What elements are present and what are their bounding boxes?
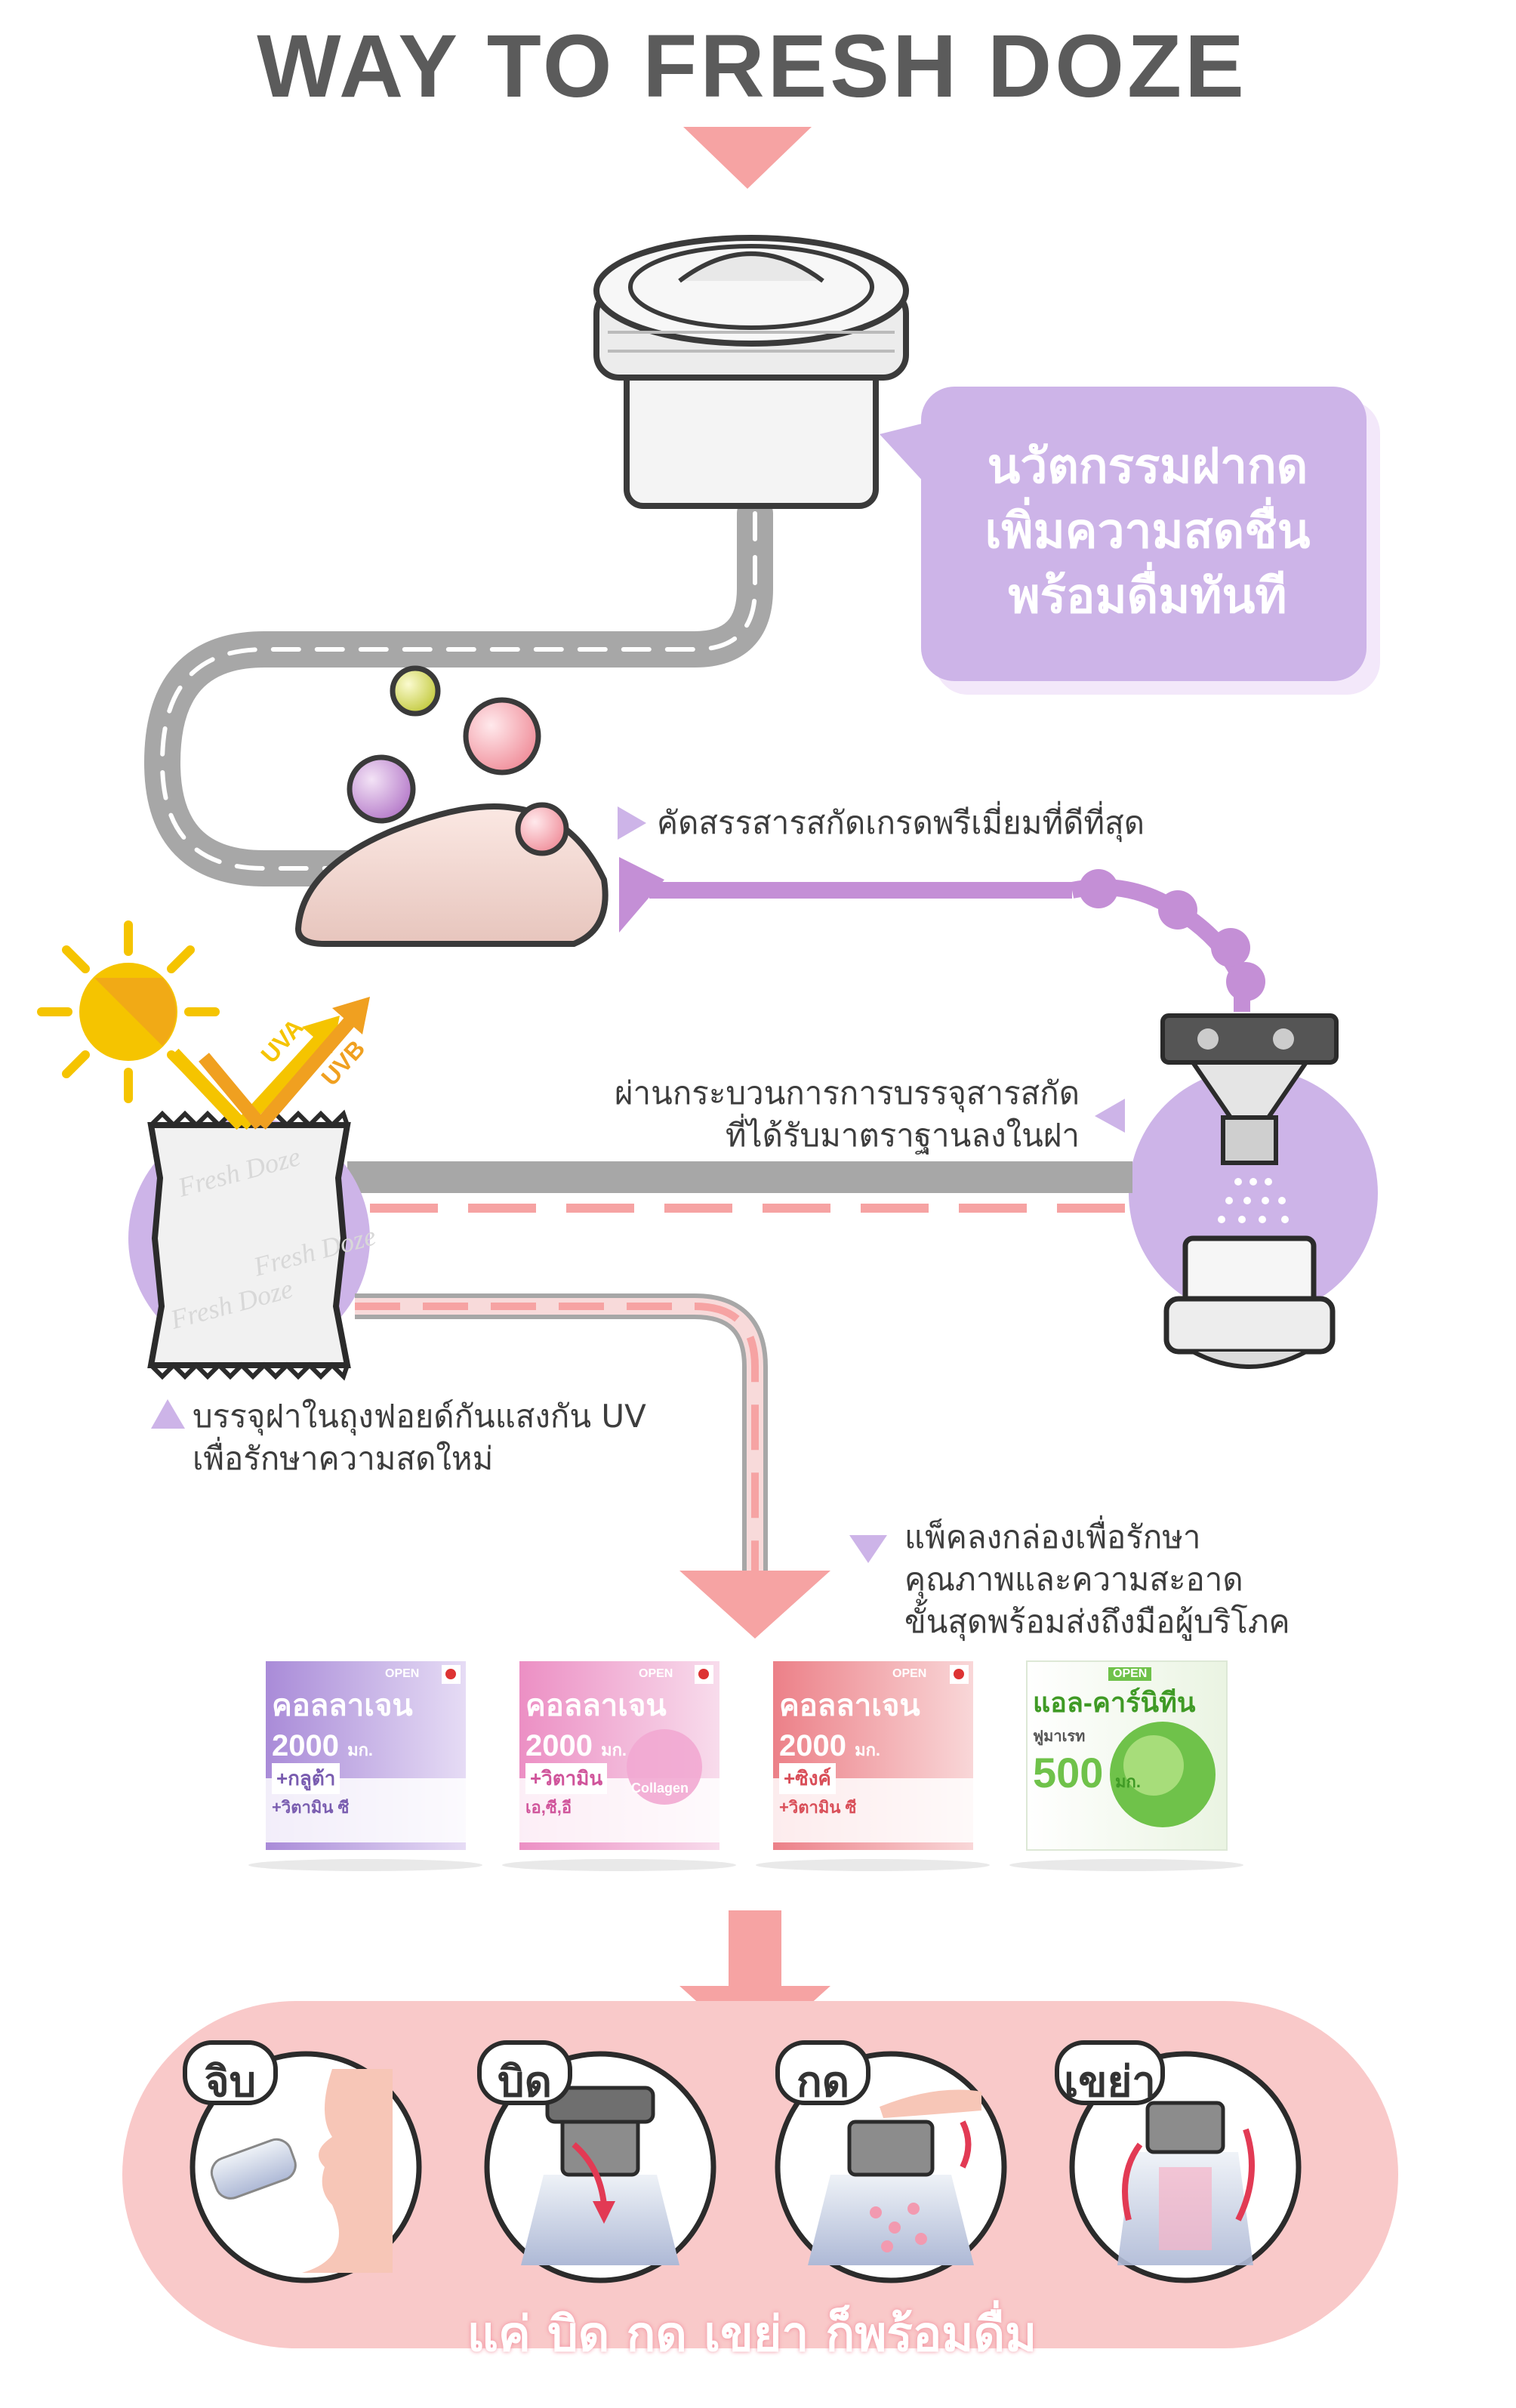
open-label: OPEN — [892, 1667, 927, 1680]
road-path — [143, 495, 773, 886]
caption-line: เพื่อรักษาความสดใหม่ — [193, 1440, 494, 1477]
product-unit: มก. — [855, 1740, 881, 1759]
page-title: WAY TO FRESH DOZE — [257, 17, 1247, 116]
product-unit: มก. — [347, 1740, 374, 1759]
step-label-bg — [183, 2040, 278, 2105]
sun-icon — [37, 920, 220, 1103]
product-plus: +วิตามิน — [525, 1763, 608, 1794]
product-plus: +วิตามิน ซี — [779, 1798, 857, 1817]
product-plus: เอ,ซี,อี — [525, 1798, 572, 1817]
product-4-text: OPEN แอล-คาร์นิทีน ฟูมาเรท 500 มก. — [1033, 1667, 1195, 1797]
product-name: คอลลาเจน — [272, 1689, 413, 1722]
caption-line: ผ่านกระบวนการการบรรจุสารสกัด — [614, 1075, 1080, 1112]
step-label-shake: เขย่า — [1064, 2058, 1156, 2107]
filling-machine — [1129, 1013, 1378, 1369]
product-2-text: OPEN คอลลาเจน 2000 มก. +วิตามิน เอ,ซี,อี… — [525, 1667, 689, 1821]
uv-rays: UVA UVB — [168, 997, 370, 1130]
caption-line: ที่ได้รับมาตราฐานลงในฝา — [725, 1117, 1080, 1154]
caption-line: ขั้นสุดพร้อมส่งถึงมือผู้บริโภค — [904, 1603, 1290, 1640]
caption-line: บรรจุฝาในถุงฟอยด์กันแสงกัน UV — [193, 1398, 646, 1435]
caption-fill: ผ่านกระบวนการการบรรจุสารสกัด ที่ได้รับมา… — [612, 1072, 1080, 1157]
bubble-line: นวัตกรรมฝากด — [987, 439, 1308, 495]
bubble-line: เพิ่มความสดชื่น — [984, 504, 1311, 560]
product-amount: 500 — [1033, 1749, 1104, 1796]
step-label-sip: จิบ — [204, 2058, 257, 2107]
product-name: คอลลาเจน — [779, 1689, 920, 1722]
step-shake — [1069, 2051, 1302, 2283]
bullet-icon — [849, 1535, 887, 1563]
product-box — [248, 1661, 482, 1871]
ingredient-powder — [294, 665, 609, 947]
open-label: OPEN — [385, 1667, 420, 1680]
product-amount: 2000 — [779, 1729, 846, 1762]
product-box — [1009, 1660, 1243, 1871]
step-label-bg — [477, 2040, 572, 2105]
product-name: แอล-คาร์นิทีน — [1033, 1687, 1196, 1718]
product-3-text: OPEN คอลลาเจน 2000 มก. +ซิงค์ +วิตามิน ซ… — [779, 1667, 926, 1821]
extract-pipe — [619, 857, 1265, 1012]
open-label: OPEN — [639, 1667, 673, 1680]
step-sip — [190, 2051, 422, 2283]
caption-line: คุณภาพและความสะอาด — [904, 1561, 1243, 1598]
product-amount: 2000 — [525, 1729, 593, 1762]
conveyor-belt — [347, 1161, 1132, 1193]
caption-line: แพ็คลงกล่องเพื่อรักษา — [904, 1518, 1201, 1555]
product-unit: มก. — [601, 1740, 627, 1759]
step-label-twist: บิด — [498, 2058, 552, 2107]
product-box — [502, 1661, 736, 1871]
product-box — [756, 1661, 990, 1871]
pack-path — [355, 1293, 768, 1571]
bubble-line: พร้อมดื่มทันที — [1008, 569, 1287, 624]
open-label: OPEN — [1108, 1667, 1152, 1681]
product-1-text: OPEN คอลลาเจน 2000 มก. +กลูต้า +วิตามิน … — [272, 1667, 419, 1821]
step-twist — [484, 2051, 716, 2283]
caption-foil: บรรจุฝาในถุงฟอยด์กันแสงกัน UV เพื่อรักษา… — [193, 1395, 646, 1480]
product-plus: ฟูมาเรท — [1033, 1728, 1086, 1745]
product-name: คอลลาเจน — [525, 1689, 667, 1722]
collagen-badge: Collagen — [631, 1781, 689, 1796]
bubble-text: นวัตกรรมฝากด เพิ่มความสดชื่น พร้อมดื่มทั… — [925, 434, 1370, 629]
arrow-down-icon — [683, 127, 812, 189]
foil-bag: Fresh Doze Fresh Doze Fresh Doze — [128, 1109, 379, 1381]
step-press — [775, 2051, 1007, 2283]
step-label-press: กด — [796, 2058, 850, 2107]
product-plus: +กลูต้า — [272, 1763, 340, 1794]
product-unit: มก. — [1115, 1772, 1141, 1791]
cap-icon — [593, 235, 909, 509]
caption-select: คัดสรรสารสกัดเกรดพรีเมี่ยมที่ดีที่สุด — [657, 804, 1145, 841]
caption-pack: แพ็คลงกล่องเพื่อรักษา คุณภาพและความสะอาด… — [904, 1516, 1290, 1643]
footer-slogan: แค่ บิด กด เขย่า ก็พร้อมดื่ม — [467, 2307, 1037, 2363]
product-plus: +ซิงค์ — [779, 1763, 836, 1794]
product-plus: +วิตามิน ซี — [272, 1798, 350, 1817]
bullet-icon — [1095, 1099, 1125, 1133]
arrow-down-icon — [679, 1571, 830, 1639]
speech-bubble — [880, 387, 1380, 695]
step-label-bg — [775, 2040, 870, 2105]
step-label-bg — [1055, 2040, 1165, 2105]
bullet-icon — [618, 806, 646, 840]
product-amount: 2000 — [272, 1729, 339, 1762]
bullet-icon — [151, 1399, 185, 1429]
